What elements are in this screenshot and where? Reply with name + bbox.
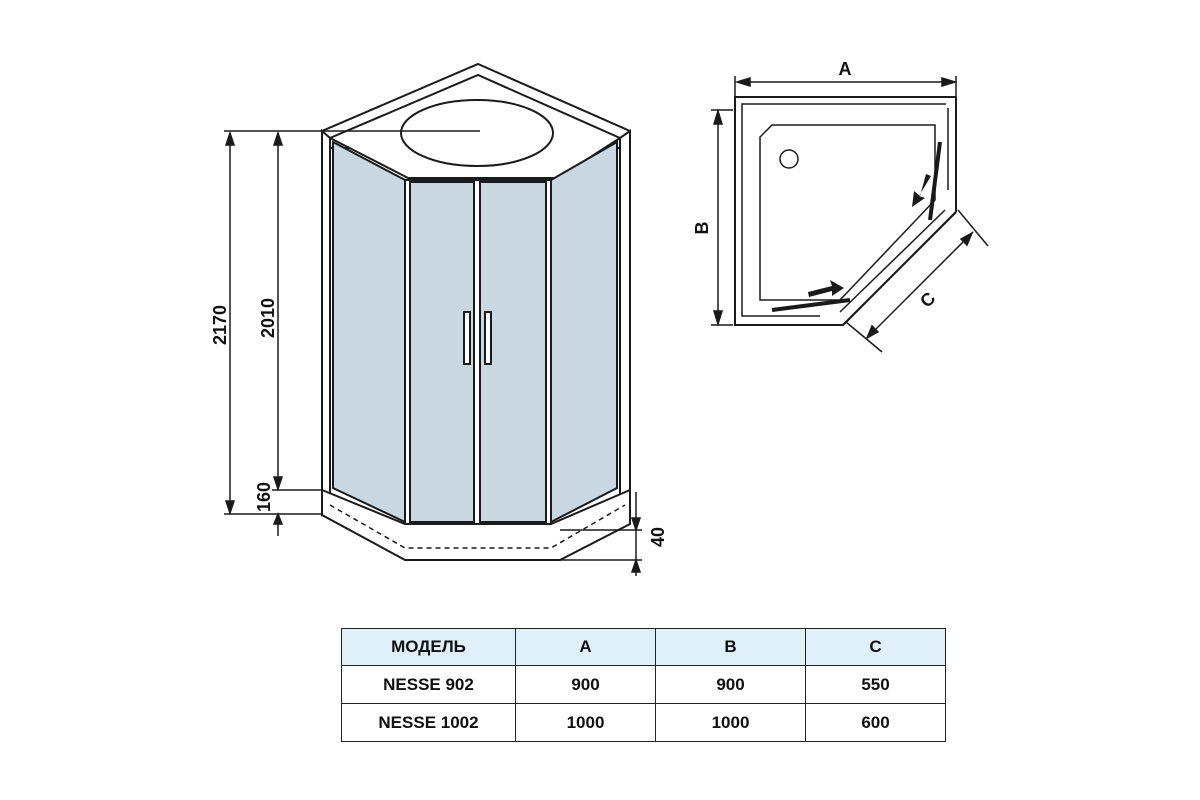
dim-label-160: 160 — [254, 482, 274, 512]
dim-label-2010: 2010 — [258, 298, 278, 338]
arrow-down-icon — [912, 174, 931, 207]
table-row: NESSE 902 900 900 550 — [341, 665, 946, 704]
front-view — [224, 62, 631, 561]
dim-label-a: A — [839, 59, 852, 79]
dim-line-c — [865, 231, 974, 340]
shower-tray — [321, 488, 631, 561]
plan-door-bottom — [771, 298, 851, 312]
cell-c: 550 — [805, 665, 946, 704]
right-door-panel — [479, 181, 547, 523]
left-door-handle — [463, 311, 471, 365]
table-header-row: МОДЕЛЬ A B C — [341, 628, 946, 666]
model-dimensions-table: МОДЕЛЬ A B C NESSE 902 900 900 550 NESSE… — [341, 628, 946, 742]
header-b: B — [655, 628, 806, 666]
left-glass-panel — [332, 140, 406, 524]
dim-label-40: 40 — [648, 527, 668, 547]
arrow-160 — [272, 511, 284, 525]
height-dimensions — [224, 130, 642, 576]
arrow-40-bottom — [630, 557, 642, 573]
right-door-handle — [484, 311, 492, 365]
left-door-panel — [409, 181, 475, 523]
arrow-2170-top — [224, 130, 236, 146]
plan-dimensions — [711, 76, 989, 353]
right-side-frame — [619, 129, 631, 517]
table-row: NESSE 1002 1000 1000 600 — [341, 703, 946, 742]
dim-label-b: B — [692, 222, 712, 235]
header-model: МОДЕЛЬ — [341, 628, 516, 666]
arrow-2170-bottom — [224, 500, 236, 516]
cell-b: 900 — [655, 665, 806, 704]
cell-a: 1000 — [515, 703, 656, 742]
dim-label-2170: 2170 — [210, 305, 230, 345]
arrow-c-bottom — [865, 324, 880, 340]
left-side-frame — [321, 128, 331, 517]
plan-tray — [759, 124, 936, 301]
arrow-2010-bottom — [272, 476, 284, 492]
arrow-right-icon — [808, 280, 844, 297]
header-c: C — [805, 628, 946, 666]
arrow-b-top — [712, 108, 724, 125]
cell-a: 900 — [515, 665, 656, 704]
drain-circle — [779, 149, 799, 169]
header-a: A — [515, 628, 656, 666]
cell-c: 600 — [805, 703, 946, 742]
dim-label-c: C — [916, 288, 939, 311]
ext-c-top — [957, 209, 989, 247]
ext-c-bottom — [845, 321, 883, 353]
plan-door-right — [928, 141, 942, 221]
cell-model: NESSE 902 — [341, 665, 516, 704]
plan-arrows — [808, 174, 931, 297]
plan-view — [734, 96, 957, 326]
arrow-c-top — [959, 231, 974, 247]
arrow-a-right — [941, 76, 958, 88]
cell-b: 1000 — [655, 703, 806, 742]
arrow-a-left — [734, 76, 751, 88]
arrow-b-bottom — [712, 310, 724, 327]
arrow-2010-top — [272, 130, 284, 146]
right-glass-panel — [550, 140, 618, 524]
cell-model: NESSE 1002 — [341, 703, 516, 742]
roof-light-ellipse — [400, 99, 554, 167]
plan-front-inner — [839, 209, 946, 313]
arrow-40-top — [630, 517, 642, 533]
plan-front-outer — [842, 211, 957, 326]
plan-inner-outline — [741, 103, 946, 317]
